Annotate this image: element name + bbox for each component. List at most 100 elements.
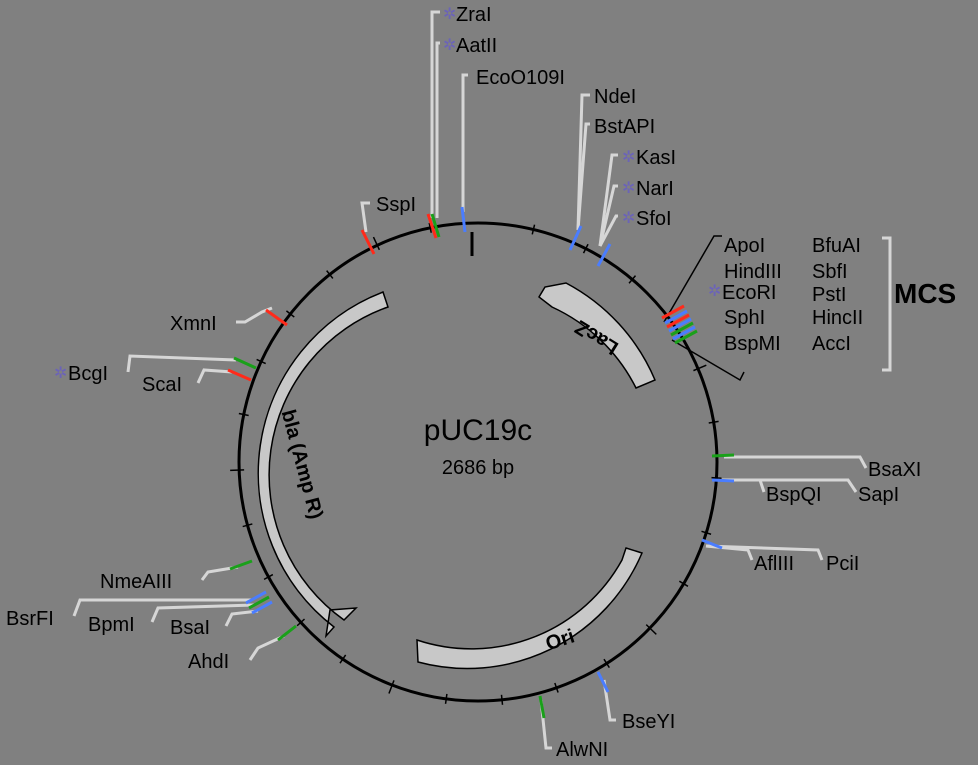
mark-zrai (426, 213, 438, 239)
mark-bsaxi (711, 453, 735, 458)
mcs-col1-item: SphI (724, 307, 765, 329)
scale-tick (645, 624, 657, 635)
plasmid-name: pUC19c (424, 414, 532, 447)
mcs-col1-item: HindIII (724, 261, 782, 283)
mcs-col2-item: SbfI (812, 261, 848, 283)
site-label-ndei: NdeI (594, 86, 636, 108)
mark-mcs-4 (668, 317, 692, 333)
mcs-title: MCS (894, 278, 956, 309)
plasmid-size: 2686 bp (442, 457, 514, 479)
site-marks (227, 206, 735, 719)
mcs-leaders (663, 235, 745, 382)
scale-tick (554, 682, 559, 693)
leader-ndei (576, 93, 590, 231)
star-icon: ✲ (443, 6, 456, 23)
leader-aatii (435, 41, 440, 218)
leader-nmeaiii (200, 565, 239, 581)
lacz-feature-arrow (538, 282, 656, 389)
mark-ecoo109i (460, 206, 467, 233)
scale-tick (693, 364, 707, 372)
mark-ahdi (277, 624, 297, 642)
scale-tick (263, 573, 274, 581)
scale-tick (531, 224, 536, 235)
mark-bseyi (596, 671, 610, 693)
site-label-alwni: AlwNI (556, 739, 608, 761)
mark-scai (227, 368, 252, 382)
leader-zrai (430, 10, 440, 218)
star-icon: ✲ (622, 210, 635, 227)
scale-tick (678, 580, 689, 587)
site-label-ecoo109i: EcoO109I (476, 67, 565, 89)
site-label-ahdi: AhdI (188, 651, 229, 673)
mcs-bracket (882, 236, 892, 372)
leader-sapi (722, 478, 858, 493)
mark-bpmi (248, 595, 270, 610)
leader-sfoi (598, 214, 618, 247)
site-label-nmeaiii: NmeAIII (100, 571, 172, 593)
mark-mcs-7 (674, 329, 698, 345)
site-label-sspi: SspI (376, 194, 416, 216)
scale-tick (339, 654, 347, 664)
site-label-afliii: AflIII (754, 553, 794, 575)
mark-bspqi (711, 478, 735, 483)
scale-tick (708, 420, 719, 424)
site-label-scai: ScaI (142, 374, 182, 396)
scale-tick (500, 694, 504, 705)
leader-bstapi (576, 122, 590, 231)
mark-kasi (596, 243, 612, 267)
site-label-bpmi: BpmI (88, 614, 135, 636)
scale-tick (603, 658, 610, 669)
mcs-block: ApoI HindIII ✲ EcoRI SphI BspMI BfuAI Sb… (708, 235, 956, 355)
site-label-bsaxi: BsaXI (868, 459, 921, 481)
leader-pcii (705, 544, 824, 561)
leader-bcgi (126, 354, 237, 373)
mark-sspi (360, 229, 376, 255)
site-label-xmni: XmnI (170, 313, 217, 335)
site-label-bsai: BsaI (170, 617, 210, 639)
scale-tick (372, 236, 381, 251)
mcs-col1-item: BspMI (724, 333, 781, 355)
site-label-zrai: ZraI (456, 4, 492, 26)
leader-lines (72, 10, 868, 750)
bla-feature-arrow (257, 291, 389, 639)
site-label-pcii: PciI (826, 553, 859, 575)
mark-aatii (430, 213, 441, 238)
leader-sspi (360, 201, 370, 233)
site-labels: ✲ ZraI ✲ AatII EcoO109I NdeI BstAPI ✲ Ka… (6, 4, 921, 761)
mcs-leader-top (663, 235, 722, 323)
leader-ahdi (248, 634, 285, 661)
mcs-col1-item: EcoRI (722, 282, 776, 304)
site-label-bstapi: BstAPI (594, 116, 655, 138)
site-label-bcgi: BcgI (68, 363, 108, 385)
scale-tick (256, 358, 267, 365)
mark-afliii (701, 538, 723, 550)
scale-tick (296, 618, 306, 627)
site-label-kasi: KasI (636, 147, 676, 169)
mcs-col2-item: AccI (812, 333, 851, 355)
leader-bpmi (150, 603, 255, 623)
site-label-bsrfi: BsrFI (6, 608, 54, 630)
leader-bseyi (602, 679, 616, 722)
mark-bsai (251, 600, 273, 615)
scale-tick (326, 270, 334, 279)
site-label-aatii: AatII (456, 35, 497, 57)
star-icon: ✲ (708, 283, 721, 300)
leader-nari (598, 184, 618, 247)
mcs-col1-item: ApoI (724, 235, 765, 257)
mark-mcs-2 (664, 309, 688, 325)
leader-ecoo109i (461, 73, 468, 212)
leader-bsaxi (724, 455, 868, 469)
mark-alwni (538, 695, 546, 719)
scale-ticks (230, 222, 722, 705)
star-icon: ✲ (54, 365, 67, 382)
mcs-col2-item: PstI (812, 284, 846, 306)
scale-tick (628, 275, 637, 284)
mcs-col2-item: BfuAI (812, 235, 861, 257)
site-label-sfoi: SfoI (636, 208, 672, 230)
mark-mcs-3 (666, 313, 690, 329)
leader-bsai (224, 609, 259, 627)
ori-feature-arrow (416, 547, 644, 670)
scale-tick (428, 222, 432, 233)
